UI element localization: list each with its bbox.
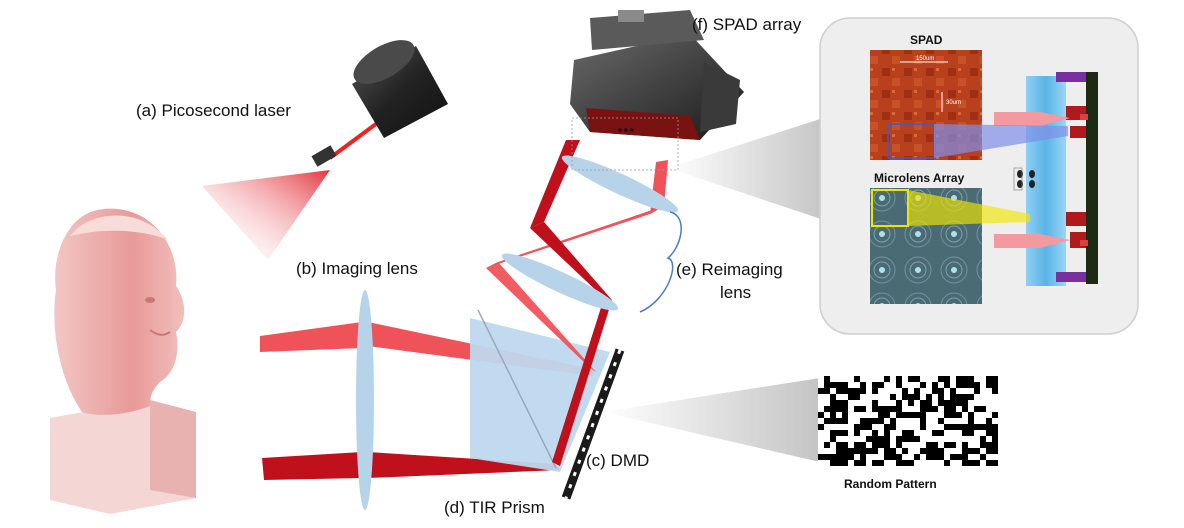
random-pattern-caption: Random Pattern [844, 477, 937, 491]
reimaging-lens-label-line1: (e) Reimaging [676, 260, 783, 279]
spad-zoom-beam [934, 124, 1068, 158]
spad-array-camera [570, 10, 744, 171]
tir-prism [470, 309, 610, 472]
object-beam-upper [260, 322, 362, 352]
pattern-callout-fan [603, 378, 820, 462]
picosecond-laser [311, 40, 448, 167]
reimaging-lens-lower [501, 253, 619, 311]
random-pattern-image [818, 376, 998, 466]
reimaging-lens-label-line2: lens [720, 283, 751, 302]
spad-inset-title: SPAD [910, 33, 943, 47]
reimaging-lens-brace [639, 211, 682, 313]
relay-beam-light-lower [486, 206, 664, 268]
bust-object [50, 208, 196, 514]
dmd-reflected-beam-light [486, 262, 596, 372]
laser-illumination-cone [202, 170, 330, 260]
relay-beam-dark-lower [530, 222, 612, 300]
object-beam-lower [262, 452, 362, 480]
dmd-reflected-beam-dark [552, 298, 612, 466]
spad-inset-panel: 150um 30um SPAD Microlens Array [819, 17, 1139, 335]
imaging-lens [356, 290, 374, 510]
laser-label: (a) Picosecond laser [136, 101, 291, 120]
dmd-label: (c) DMD [586, 451, 649, 470]
spad-callout-fan [668, 110, 848, 228]
spad-scale-v-label: 30um [946, 100, 961, 106]
laser-beam [328, 116, 386, 160]
dmd-device [561, 348, 625, 500]
spad-array-label: (f) SPAD array [692, 15, 802, 34]
lens-to-dmd-beam-lower [368, 452, 560, 478]
imaging-lens-label: (b) Imaging lens [296, 259, 418, 278]
microlens-inset-title: Microlens Array [874, 171, 965, 185]
tir-prism-label: (d) TIR Prism [444, 498, 545, 517]
relay-beam-dark-upper [530, 140, 580, 228]
microlens-zoom-beam [908, 190, 1030, 226]
spad-scale-h-label: 150um [916, 56, 934, 62]
